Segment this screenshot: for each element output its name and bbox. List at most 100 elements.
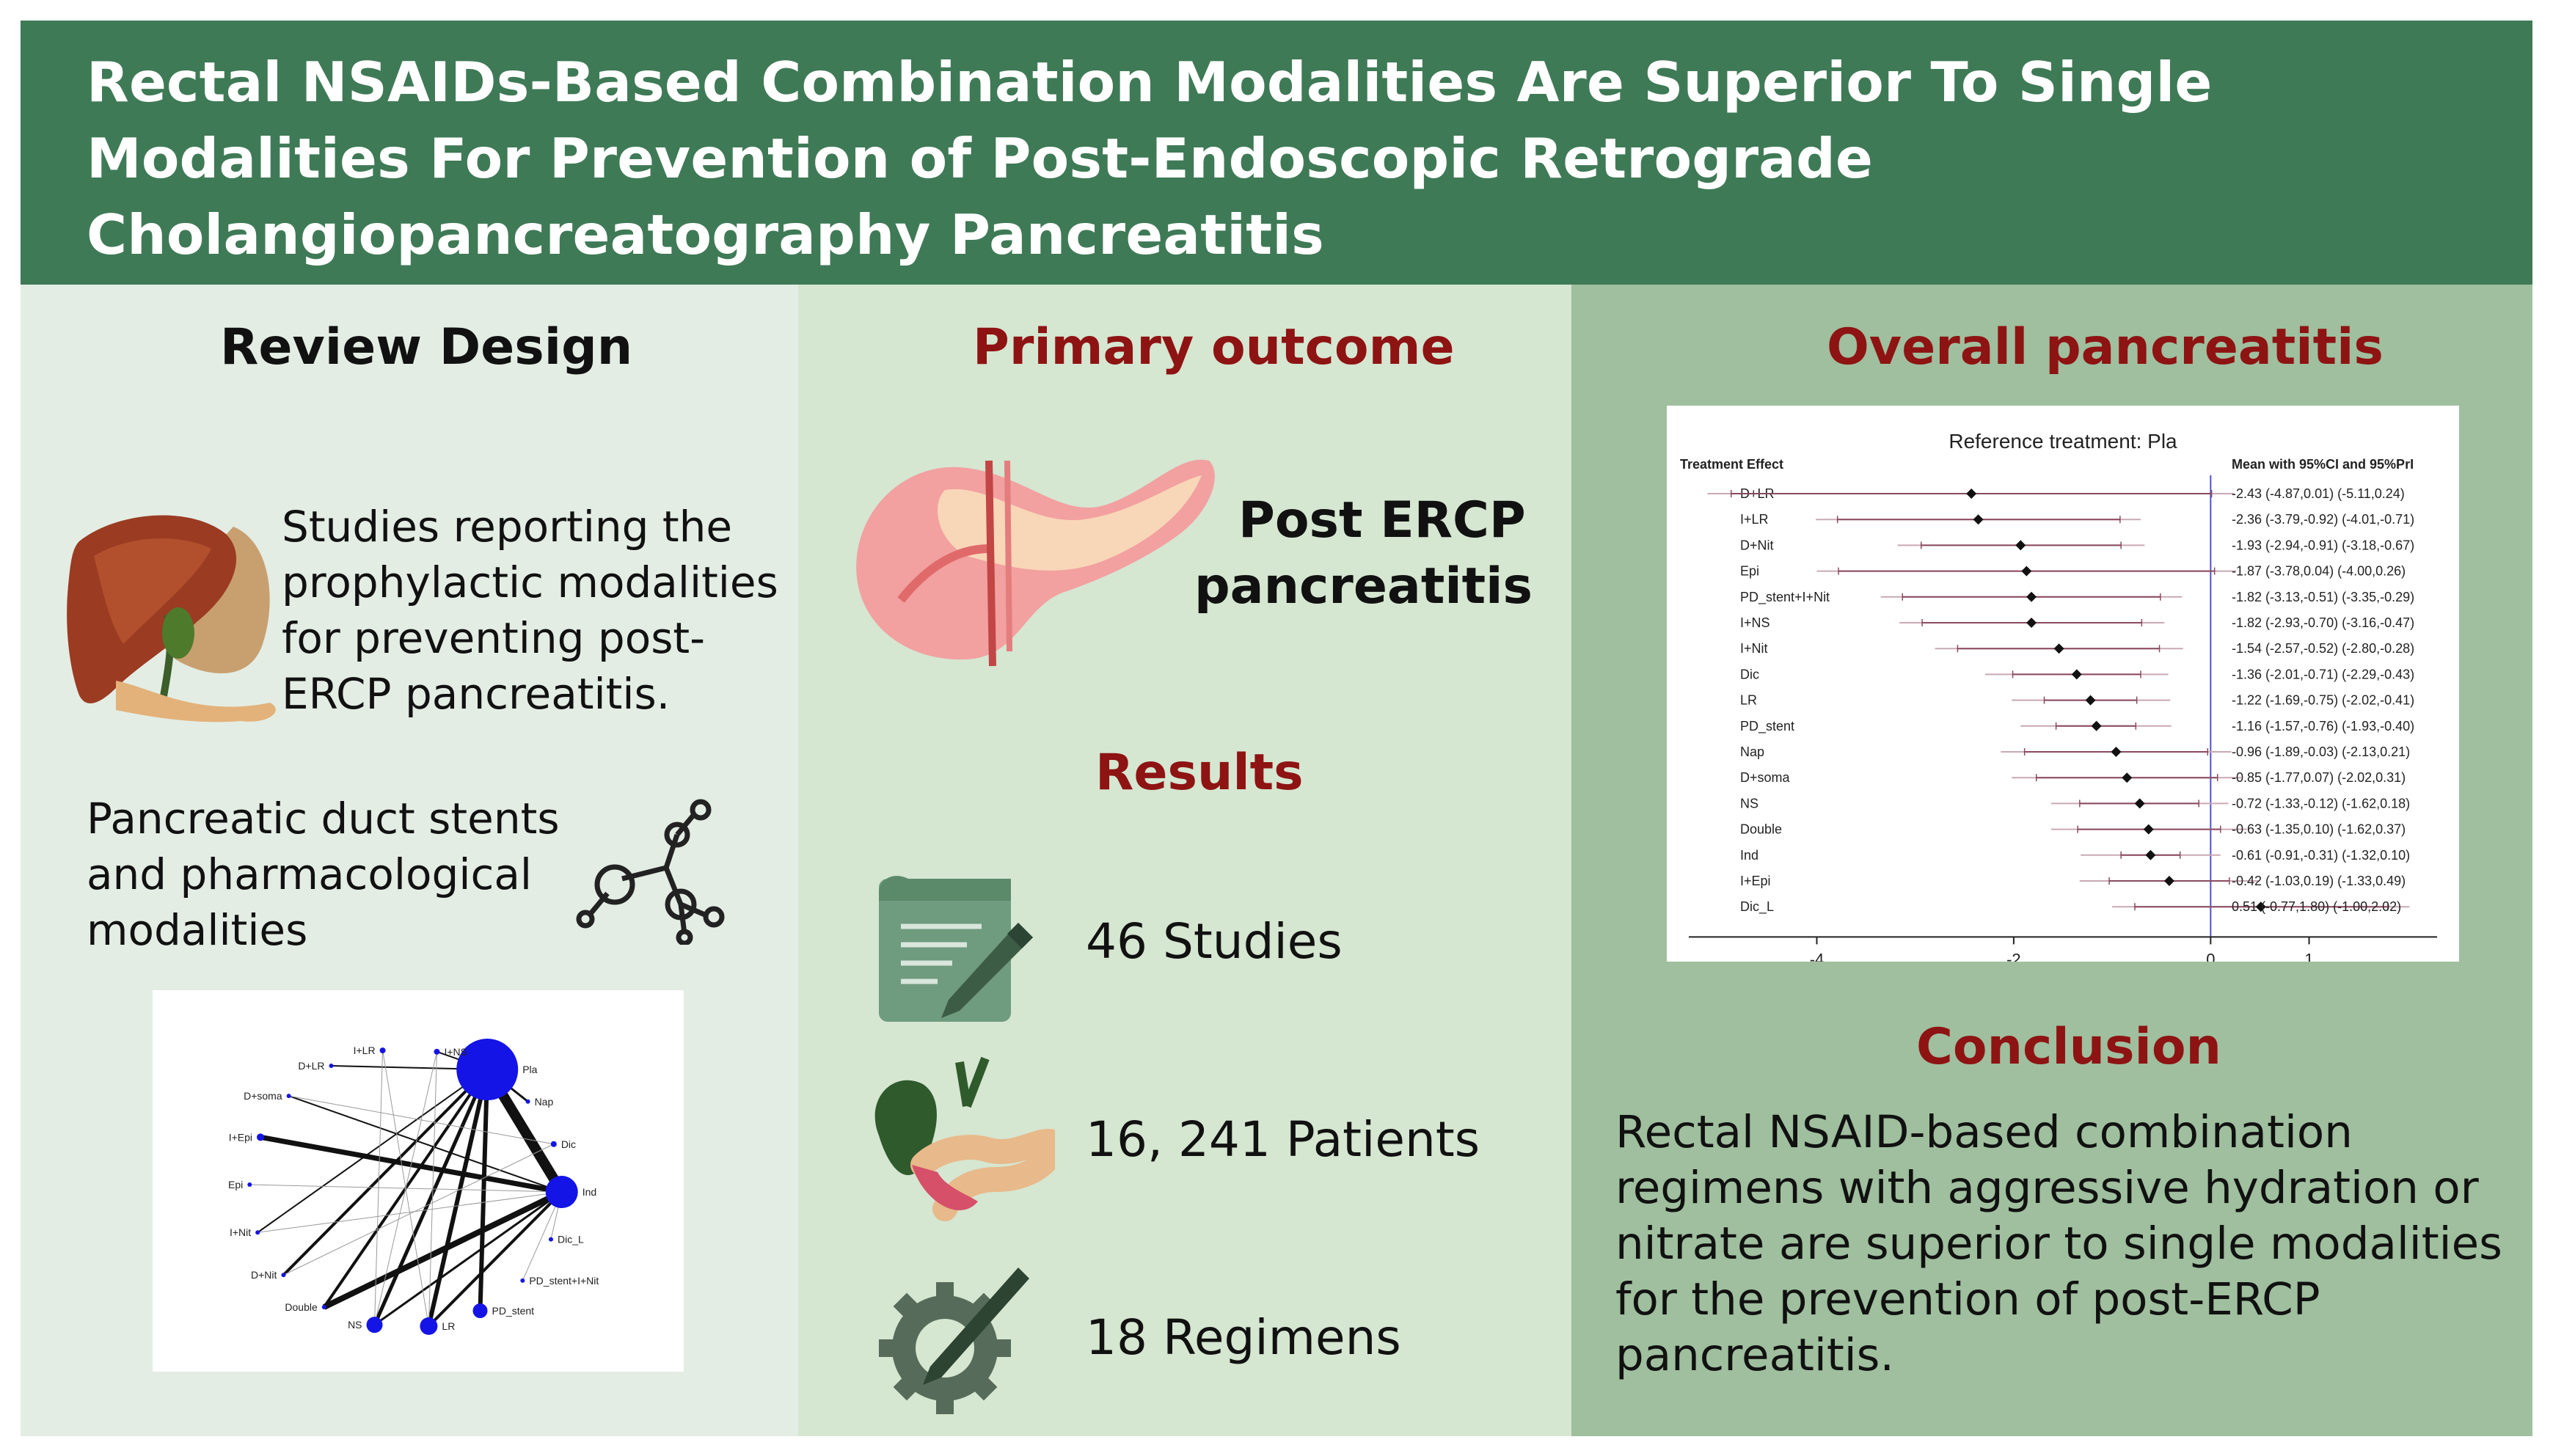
conclusion-heading: Conclusion [1916, 1018, 2221, 1076]
primary-outcome-heading: Primary outcome [973, 318, 1455, 376]
forest-row-values: -0.63 (-1.35,0.10) (-1.62,0.37) [2232, 822, 2406, 837]
forest-row-label: Ind [1740, 848, 1758, 863]
network-node [434, 1048, 440, 1055]
forest-row-values: -0.72 (-1.33,-0.12) (-1.62,0.18) [2232, 796, 2410, 811]
network-node-label: Epi [228, 1179, 243, 1190]
mean-marker [2015, 540, 2026, 551]
network-edge [373, 1069, 489, 1326]
network-edge [257, 1069, 488, 1234]
forest-row-label: PD_stent+I+Nit [1740, 590, 1830, 605]
network-node [472, 1303, 488, 1318]
forest-row-values: -1.82 (-2.93,-0.70) (-3.16,-0.47) [2232, 615, 2414, 630]
studies-description: Studies reporting the prophylactic modal… [282, 502, 778, 719]
outcome-line-1: Post ERCP [1238, 491, 1526, 549]
forest-col-left: Treatment Effect [1680, 457, 1783, 472]
forest-col-right: Mean with 95%CI and 95%PrI [2232, 457, 2414, 472]
review-design-heading: Review Design [220, 318, 633, 376]
mean-marker [2122, 772, 2133, 783]
network-edge [288, 1095, 554, 1145]
network-node [286, 1094, 291, 1099]
network-node-label: PD_stent+I+Nit [529, 1275, 599, 1287]
network-edge [373, 1190, 563, 1326]
conclusion-text: Rectal NSAID-based combination regimens … [1615, 1106, 2502, 1381]
forest-row-values: -0.42 (-1.03,0.19) (-1.33,0.49) [2232, 874, 2406, 888]
forest-row-values: -2.36 (-3.79,-0.92) (-4.01,-0.71) [2232, 512, 2414, 527]
forest-row-values: -1.82 (-3.13,-0.51) (-3.35,-0.29) [2232, 590, 2414, 604]
liver-icon [67, 515, 276, 722]
network-edge [288, 1095, 563, 1193]
network-node-label: Dic_L [558, 1234, 584, 1245]
network-edge [323, 1189, 563, 1310]
forest-row-values: -1.87 (-3.78,0.04) (-4.00,0.26) [2232, 564, 2406, 579]
mean-marker [2021, 566, 2032, 577]
x-tick-label: -4 [1810, 950, 1825, 962]
network-node-label: Dic [561, 1138, 576, 1150]
mean-marker [2026, 591, 2037, 602]
network-node [545, 1176, 578, 1209]
forest-row-label: I+Epi [1740, 874, 1771, 888]
overall-pancreatitis-heading: Overall pancreatitis [1827, 318, 2384, 376]
document-pen-icon [879, 876, 1033, 1022]
mean-marker [2145, 849, 2156, 860]
stents-description: Pancreatic duct stents and pharmacologic… [87, 794, 560, 955]
forest-row-values: -1.36 (-2.01,-0.71) (-2.29,-0.43) [2232, 667, 2414, 681]
forest-row-label: PD_stent [1740, 719, 1794, 734]
network-node-label: D+soma [244, 1090, 282, 1102]
forest-plot-frame: Reference treatment: Pla Treatment Effec… [1667, 406, 2459, 968]
network-plot: PlaNapDicIndDic_LPD_stent+I+NitPD_stentL… [228, 1039, 599, 1335]
network-node [257, 1133, 265, 1141]
network-node-label: I+Epi [229, 1131, 252, 1143]
network-node-label: D+LR [298, 1060, 324, 1072]
forest-row-label: I+LR [1740, 512, 1769, 527]
network-node [548, 1237, 553, 1242]
mean-marker [2143, 824, 2154, 835]
network-edge [427, 1190, 563, 1328]
network-node [379, 1047, 386, 1054]
header-banner: Rectal NSAIDs-Based Combination Modaliti… [21, 21, 2532, 285]
network-node [366, 1317, 383, 1334]
regimens-count: 18 Regimens [1086, 1309, 1401, 1366]
x-tick-label: 1 [2304, 950, 2313, 962]
mean-marker [1973, 514, 1984, 525]
network-node-label: Pla [522, 1064, 537, 1075]
forest-row-label: Epi [1740, 564, 1759, 579]
network-node-label: I+LR [354, 1045, 376, 1056]
forest-plot-title: Reference treatment: Pla [1948, 430, 2177, 453]
forest-row-values: -1.22 (-1.69,-0.75) (-2.02,-0.41) [2232, 693, 2414, 708]
network-node [550, 1141, 557, 1147]
forest-row-label: D+Nit [1740, 538, 1774, 552]
x-tick-label: -2 [2006, 950, 2021, 962]
network-node [281, 1273, 286, 1278]
network-edge [426, 1069, 490, 1327]
mean-marker [2085, 695, 2096, 706]
mean-marker [2053, 643, 2064, 654]
network-node-label: I+Nit [230, 1226, 251, 1238]
review-design-panel: Review Design Studies reporting the prop… [21, 285, 798, 1436]
forest-row-values: -1.54 (-2.57,-0.52) (-2.80,-0.28) [2232, 641, 2414, 656]
network-edge [374, 1051, 437, 1325]
x-tick-label: 0 [2206, 950, 2215, 962]
mean-marker [1966, 489, 1977, 499]
network-edge [428, 1051, 437, 1326]
molecule-icon [576, 799, 725, 945]
page-title: Rectal NSAIDs-Based Combination Modaliti… [87, 50, 2213, 267]
network-node-label: Nap [535, 1096, 554, 1108]
network-edge [522, 1191, 563, 1281]
forest-row-values: -0.96 (-1.89,-0.03) (-2.13,0.21) [2232, 745, 2410, 759]
studies-count: 46 Studies [1086, 913, 1343, 970]
network-node-label: PD_stent [492, 1305, 534, 1317]
mean-marker [2091, 720, 2102, 731]
forest-row-label: Double [1740, 822, 1782, 837]
outcome-line-2: pancreatitis [1194, 557, 1533, 615]
forest-row-label: I+NS [1740, 615, 1770, 630]
mean-marker [2071, 669, 2082, 680]
forest-row-label: D+soma [1740, 770, 1791, 785]
forest-row-values: -1.93 (-2.94,-0.91) (-3.18,-0.67) [2232, 538, 2414, 552]
network-node [520, 1278, 525, 1283]
forest-row-label: I+Nit [1740, 641, 1768, 656]
network-node [456, 1039, 519, 1101]
network-edge [282, 1068, 489, 1276]
network-edge [374, 1050, 384, 1325]
network-node [321, 1304, 326, 1309]
